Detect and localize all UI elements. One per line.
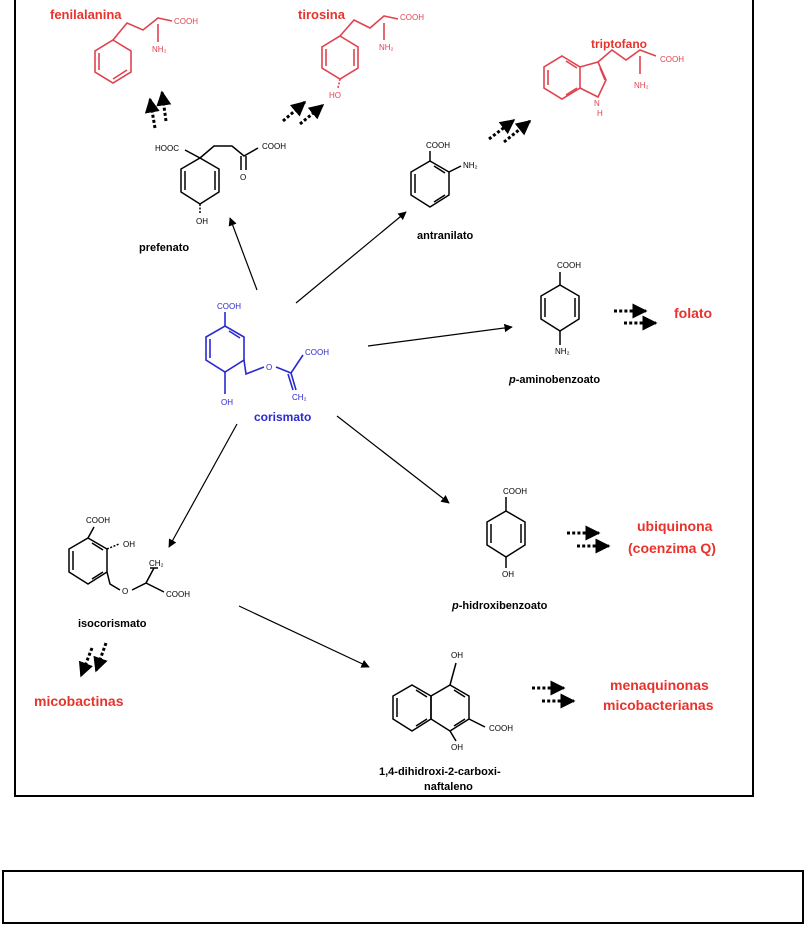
tirosina-cooh: COOH — [400, 13, 424, 22]
triptofano-nh2: NH₂ — [634, 81, 649, 90]
p-hidroxibenzoato-oh: OH — [502, 570, 514, 579]
tirosina-ho: HO — [329, 91, 341, 100]
caption-box — [2, 870, 804, 924]
antranilato-cooh: COOH — [426, 141, 450, 150]
tirosina-structure — [321, 15, 399, 89]
triptofano-nh: H — [597, 109, 603, 118]
p-hidroxibenzoato-structure — [486, 497, 526, 568]
dash-fenilalanina-b — [156, 90, 172, 122]
reaction-arrows — [168, 211, 513, 668]
p-aminobenzoato-structure — [540, 272, 580, 345]
prefenato-o: O — [240, 173, 246, 182]
p-prefix-2: p — [451, 600, 459, 612]
isocorismato-structure — [68, 526, 165, 593]
fenilalanina-cooh: COOH — [174, 17, 198, 26]
label-micobactinas: micobactinas — [34, 693, 124, 709]
triptofano-cooh: COOH — [660, 55, 684, 64]
p-prefix: p — [508, 374, 516, 386]
arrow-to-prefenato — [228, 217, 258, 291]
fenilalanina-structure — [94, 17, 173, 84]
label-corismato: corismato — [254, 410, 311, 424]
naftaleno-cooh: COOH — [489, 724, 513, 733]
label-naftaleno-1: 1,4-dihidroxi-2-carboxi- — [379, 766, 501, 778]
label-folato: folato — [674, 305, 712, 321]
label-isocorismato: isocorismato — [78, 618, 147, 630]
p-hidroxibenzoato-cooh: COOH — [503, 487, 527, 496]
p-aminobenzoato-nh2: NH₂ — [555, 347, 570, 356]
dash-tirosina-b — [299, 103, 325, 126]
isocorismato-cooh: COOH — [86, 516, 110, 525]
label-prefenato: prefenato — [139, 242, 189, 254]
dash-triptofano-a — [488, 118, 516, 141]
triptofano-n: N — [594, 99, 600, 108]
corismato-cooh: COOH — [217, 302, 241, 311]
label-menaquinonas-1: menaquinonas — [610, 677, 709, 693]
naftaleno-structure — [392, 662, 486, 742]
dash-micobactinas-b — [93, 642, 108, 673]
dash-micobactinas-a — [78, 647, 94, 678]
isocorismato-oh: OH — [123, 540, 135, 549]
label-triptofano: triptofano — [591, 37, 647, 51]
isocorismato-cooh2: COOH — [166, 590, 190, 599]
diagram-frame — [14, 0, 754, 797]
arrow-to-antranilato — [295, 211, 407, 304]
prefenato-hooc: HOOC — [155, 144, 179, 153]
arrow-to-naftaleno — [238, 605, 370, 668]
label-ubiquinona-1: ubiquinona — [637, 518, 713, 534]
arrow-to-isocorismato — [168, 423, 238, 548]
dash-triptofano-b — [503, 119, 532, 144]
isocorismato-ch2: CH₂ — [149, 559, 164, 568]
corismato-ch2: CH₂ — [292, 393, 307, 402]
triptofano-structure — [543, 48, 657, 100]
hidroxibenzoato-rest: -hidroxibenzoato — [459, 600, 548, 612]
dash-fenilalanina-a — [144, 97, 160, 129]
fenilalanina-nh2: NH₂ — [152, 45, 167, 54]
naftaleno-oh-top: OH — [451, 651, 463, 660]
label-fenilalanina: fenilalanina — [50, 7, 122, 22]
label-naftaleno-2: naftaleno — [424, 781, 473, 793]
corismato-o: O — [266, 363, 272, 372]
label-antranilato: antranilato — [417, 230, 474, 242]
prefenato-structure — [180, 145, 259, 214]
antranilato-structure — [410, 151, 462, 208]
label-tirosina: tirosina — [298, 7, 346, 22]
corismato-structure — [205, 312, 304, 394]
label-menaquinonas-2: micobacterianas — [603, 697, 714, 713]
arrow-to-p-aminobenzoato — [367, 323, 513, 347]
prefenato-oh: OH — [196, 217, 208, 226]
dash-tirosina-a — [282, 100, 307, 123]
arrow-to-p-hidroxibenzoato — [336, 415, 450, 504]
antranilato-nh2: NH₂ — [463, 161, 478, 170]
corismato-cooh2: COOH — [305, 348, 329, 357]
label-p-hidroxibenzoato: p-hidroxibenzoato — [451, 600, 548, 612]
naftaleno-oh-bottom: OH — [451, 743, 463, 752]
corismato-oh: OH — [221, 398, 233, 407]
label-ubiquinona-2: (coenzima Q) — [628, 540, 716, 556]
label-p-aminobenzoato: p-aminobenzoato — [508, 374, 600, 386]
isocorismato-o: O — [122, 587, 128, 596]
p-aminobenzoato-cooh: COOH — [557, 261, 581, 270]
aminobenzoato-rest: -aminobenzoato — [516, 374, 601, 386]
multistep-arrows — [78, 90, 658, 709]
prefenato-cooh: COOH — [262, 142, 286, 151]
tirosina-nh2: NH₂ — [379, 43, 394, 52]
